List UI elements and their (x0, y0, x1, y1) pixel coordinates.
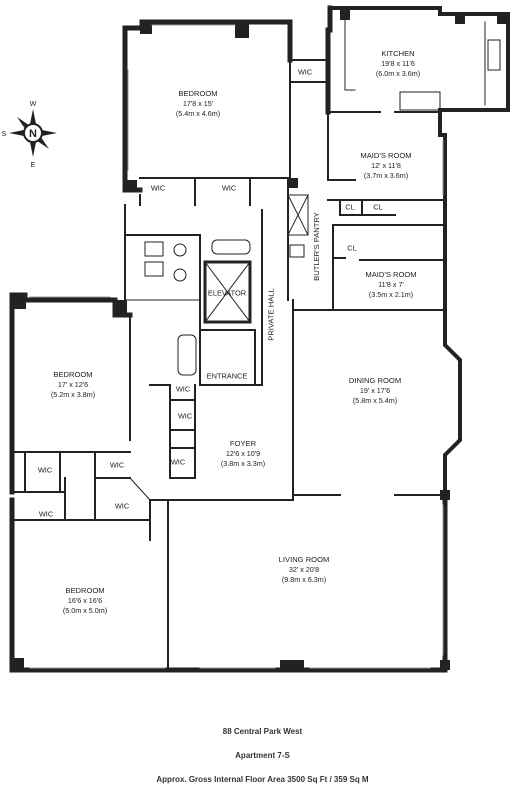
kitchen-right-wall (438, 18, 510, 137)
floor-area-text: Approx. Gross Internal Floor Area 3500 S… (156, 775, 369, 784)
closet-label: CL (373, 202, 383, 212)
wic-label: WIC (170, 457, 186, 467)
room-maids-room-2: MAID'S ROOM 11'8 x 7' (3.5m x 2.1m) (365, 270, 417, 299)
wic-label: WIC (297, 67, 313, 77)
compass-n-label: N (29, 128, 37, 140)
butlers-pantry-label: BUTLER'S PANTRY (311, 212, 321, 281)
room-bedroom-bottom: BEDROOM 16'6 x 16'6 (5.0m x 5.0m) (62, 586, 108, 615)
room-dining-room: DINING ROOM 19' x 17'6 (5.8m x 5.4m) (348, 376, 402, 405)
kitchen-top-wall (328, 6, 510, 22)
wic-label: WIC (114, 501, 130, 511)
compass-s-label: S (2, 131, 7, 138)
compass-w-label: W (30, 101, 37, 108)
compass-e-label: E (31, 162, 36, 169)
wic-label: WIC (221, 183, 237, 193)
closet-label: CL (345, 202, 355, 212)
bedroom-left-walls (9, 292, 133, 318)
address-text: 88 Central Park West (222, 727, 303, 736)
elevator-label: ELEVATOR (207, 288, 247, 298)
plan-footer: 88 Central Park West Apartment 7-S Appro… (0, 720, 525, 792)
wic-label: WIC (175, 384, 191, 394)
wic-label: WIC (38, 509, 54, 519)
floor-plan: N W S E KITCHEN 19'8 x 11'6 (6.0m x 3.6m… (2, 5, 510, 673)
floor-plan-drawing: N W S E (2, 5, 510, 673)
wic-label: WIC (150, 183, 166, 193)
room-kitchen: KITCHEN 19'8 x 11'6 (6.0m x 3.6m) (375, 49, 421, 78)
apartment-text: Apartment 7-S (235, 751, 290, 760)
closet-label: CL (347, 243, 357, 253)
wic-label: WIC (109, 460, 125, 470)
private-hall-label: PRIVATE HALL (266, 288, 276, 341)
room-bedroom-left: BEDROOM 17' x 12'6 (5.2m x 3.8m) (50, 370, 96, 399)
entrance-label: ENTRANCE (206, 371, 248, 381)
wic-label: WIC (177, 411, 193, 421)
room-bedroom-top: BEDROOM 17'8 x 15' (5.4m x 4.6m) (175, 89, 221, 118)
outer-bottom-wall (9, 497, 193, 673)
room-foyer: FOYER 12'6 x 10'9 (3.8m x 3.3m) (220, 439, 266, 468)
wic-label: WIC (37, 465, 53, 475)
room-maids-room-1: MAID'S ROOM 12' x 11'8 (3.7m x 3.6m) (360, 151, 412, 180)
room-living-room: LIVING ROOM 32' x 20'8 (9.8m x 6.3m) (278, 555, 330, 584)
compass-rose-icon: N W S E (2, 101, 57, 169)
